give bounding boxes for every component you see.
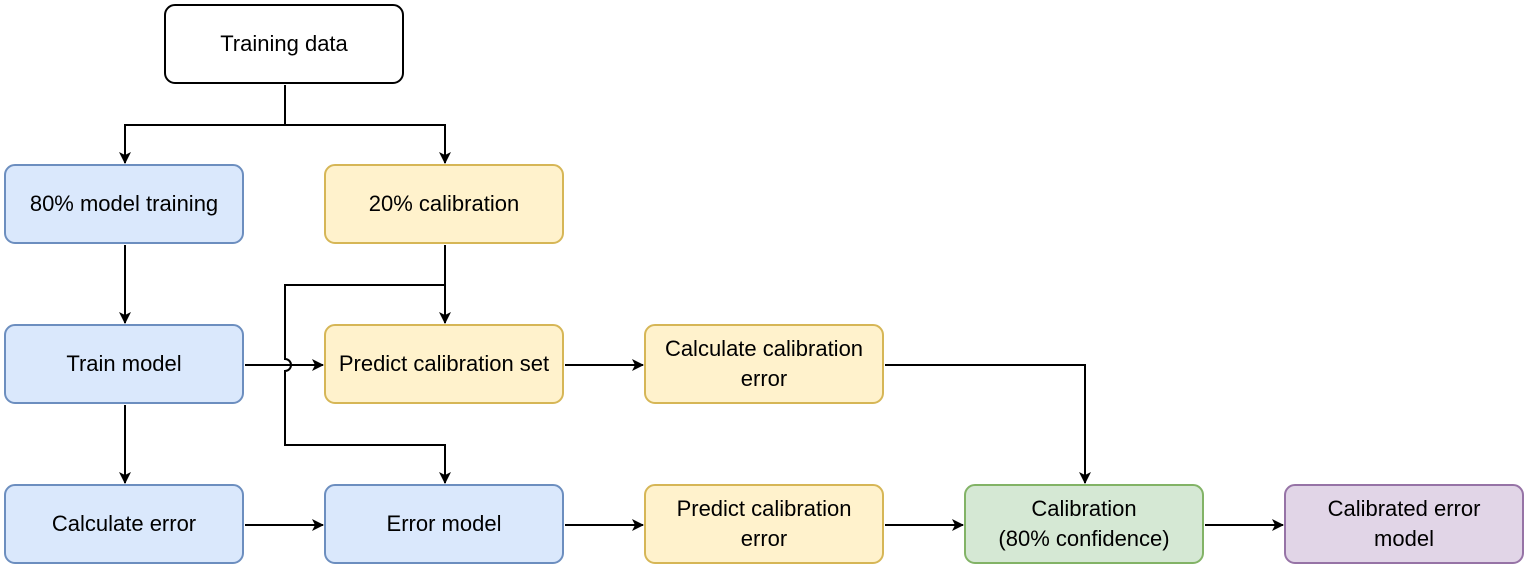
node-label: Train model [66, 351, 182, 376]
node-training-data: Training data [164, 4, 404, 84]
edge-training-data-to-calibration-split [285, 124, 451, 164]
node-calibration: Calibration (80% confidence) [964, 484, 1204, 564]
node-label: 80% model training [29, 191, 219, 216]
edge-training-data-to-model-training [119, 85, 286, 164]
node-predict-calibration-set: Predict calibration set [324, 324, 564, 404]
node-label: Error model [386, 511, 502, 536]
node-train-model: Train model [4, 324, 244, 404]
node-calculate-error: Calculate error [4, 484, 244, 564]
node-label: Predict calibration error [676, 496, 852, 551]
node-label: 20% calibration [368, 191, 520, 216]
node-label: Calibration (80% confidence) [998, 496, 1170, 551]
node-model-training-split: 80% model training [4, 164, 244, 244]
node-label: Calibrated error model [1327, 496, 1481, 551]
node-label: Calculate calibration error [664, 336, 864, 391]
node-calibration-split: 20% calibration [324, 164, 564, 244]
node-error-model: Error model [324, 484, 564, 564]
node-label: Training data [220, 31, 348, 56]
edge-calculate-calibration-error-to-calibration [885, 364, 1091, 484]
node-calibrated-error-model: Calibrated error model [1284, 484, 1524, 564]
node-calculate-calibration-error: Calculate calibration error [644, 324, 884, 404]
node-label: Predict calibration set [338, 351, 550, 376]
node-predict-calibration-error: Predict calibration error [644, 484, 884, 564]
node-label: Calculate error [51, 511, 197, 536]
